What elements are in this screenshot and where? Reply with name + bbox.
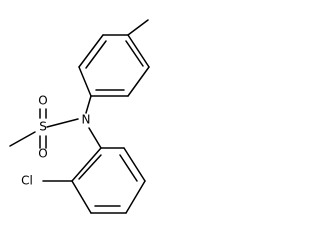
ring-bond xyxy=(125,180,146,214)
atom-label-n: N xyxy=(82,113,91,127)
ring-bond xyxy=(127,34,150,68)
atom-label-cl: Cl xyxy=(21,174,33,188)
ring-double-bond xyxy=(125,40,144,67)
n-aryl-bond-bottom xyxy=(88,127,102,149)
chlorophenyl-ring xyxy=(71,147,146,214)
molecule-diagram: O S O N Cl xyxy=(9,19,150,214)
ring-bond xyxy=(71,147,102,182)
tolyl-ring xyxy=(78,19,150,97)
atom-label-o-bottom: O xyxy=(38,147,47,161)
ring-bond xyxy=(78,34,104,68)
ring-bond xyxy=(78,66,92,97)
ring-bond xyxy=(127,66,150,97)
ring-bond xyxy=(71,180,92,214)
ring-double-bond xyxy=(78,154,102,180)
ring-bond xyxy=(123,147,146,182)
ring-bond xyxy=(127,19,149,36)
structure-svg: O S O N Cl xyxy=(9,19,150,214)
methyl-s-bond xyxy=(9,131,36,147)
atom-label-s: S xyxy=(39,120,47,134)
atom-label-o-top: O xyxy=(38,94,47,108)
ring-double-bond xyxy=(85,40,107,69)
sulfonyl-group: O S O xyxy=(9,94,79,161)
n-aryl-bond-top xyxy=(85,95,92,114)
s-n-bond xyxy=(46,118,79,128)
ring-double-bond xyxy=(119,154,138,182)
